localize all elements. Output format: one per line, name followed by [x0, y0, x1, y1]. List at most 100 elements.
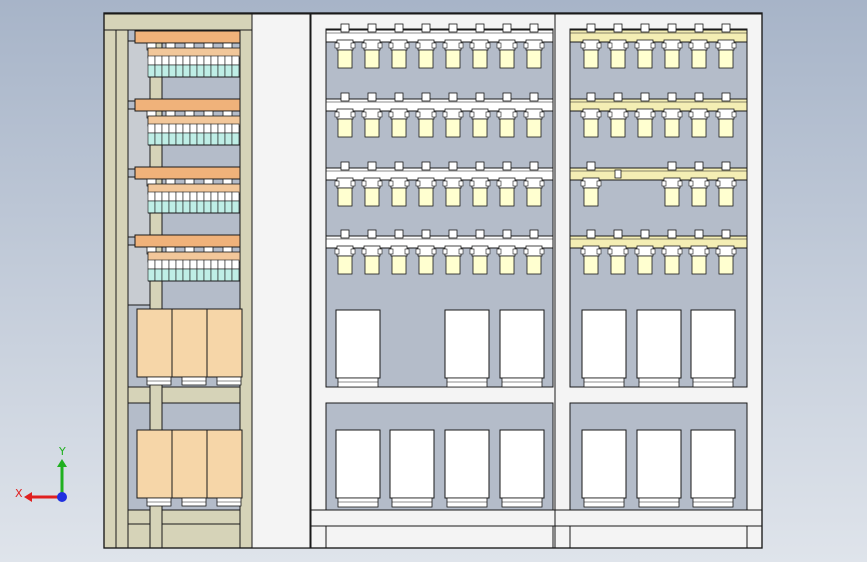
module-body — [224, 64, 233, 78]
view-orientation-triad: X Y — [15, 445, 67, 502]
breaker-top-clip — [667, 92, 677, 102]
left-top-bar — [103, 13, 253, 31]
module-head — [154, 191, 163, 202]
breaker-ear — [688, 248, 694, 255]
breaker-body — [364, 118, 380, 138]
breaker-ear — [431, 111, 437, 118]
contactor-body — [690, 309, 736, 379]
breaker-body — [499, 255, 515, 275]
breaker-ear — [596, 180, 602, 187]
breaker-lever-block — [471, 245, 489, 257]
module-head — [182, 191, 191, 202]
module-body — [147, 132, 156, 146]
breaker-ear — [458, 180, 464, 187]
breaker-lever-block — [336, 177, 354, 189]
module-body — [161, 64, 170, 78]
contactor-base — [501, 497, 543, 508]
contactor-base — [583, 377, 625, 388]
breaker-top-clip — [640, 92, 650, 102]
breaker-top-clip — [529, 229, 539, 239]
breaker-ear — [607, 248, 613, 255]
breaker-lever-block — [498, 177, 516, 189]
breaker-ear — [661, 180, 667, 187]
module-body — [182, 64, 191, 78]
module-body — [168, 64, 177, 78]
breaker-ear — [650, 248, 656, 255]
breaker-lever-block — [390, 245, 408, 257]
breaker-ear — [688, 42, 694, 49]
module-head — [161, 259, 170, 270]
breaker-body — [610, 49, 626, 69]
module-body — [168, 200, 177, 214]
breaker-lever-block — [717, 39, 735, 51]
breaker-lever-block — [525, 177, 543, 189]
module-head — [168, 191, 177, 202]
module-body — [189, 200, 198, 214]
breaker-ear — [715, 248, 721, 255]
module-body — [210, 132, 219, 146]
breaker-top-clip — [448, 161, 458, 171]
breaker-ear — [496, 248, 502, 255]
breaker-ear — [688, 180, 694, 187]
breaker-ear — [523, 248, 529, 255]
breaker-ear — [539, 248, 545, 255]
module-body — [161, 268, 170, 282]
breaker-top-clip — [667, 161, 677, 171]
breaker-body — [472, 255, 488, 275]
breaker-body — [637, 49, 653, 69]
module-head — [217, 191, 226, 202]
x-axis-head — [24, 492, 32, 502]
module-body — [154, 200, 163, 214]
breaker-ear — [415, 248, 421, 255]
breaker-ear — [334, 111, 340, 118]
cabinet-outline — [103, 12, 763, 549]
module-head — [210, 191, 219, 202]
contactor-body — [690, 429, 736, 499]
breaker-ear — [377, 248, 383, 255]
module-head — [175, 123, 184, 134]
breaker-ear — [523, 111, 529, 118]
right-foot-left — [554, 525, 571, 549]
contactor-body — [636, 309, 682, 379]
breaker-ear — [442, 248, 448, 255]
module-body — [203, 268, 212, 282]
module-body — [224, 268, 233, 282]
module-body — [189, 132, 198, 146]
breaker-lever-block — [471, 177, 489, 189]
breaker-lever-block — [582, 245, 600, 257]
breaker-body — [526, 118, 542, 138]
large-component-box — [171, 308, 208, 378]
breaker-body — [445, 255, 461, 275]
breaker-body — [637, 255, 653, 275]
breaker-ear — [634, 42, 640, 49]
breaker-ear — [485, 248, 491, 255]
breaker-lever-block — [390, 177, 408, 189]
large-component-box — [206, 308, 243, 378]
breaker-body — [445, 49, 461, 69]
breaker-body — [526, 49, 542, 69]
breaker-ear — [704, 42, 710, 49]
y-axis-label: Y — [58, 445, 66, 458]
breaker-body — [718, 255, 734, 275]
breaker-ear — [350, 42, 356, 49]
hinge-door-strip — [251, 13, 311, 549]
right-section — [554, 13, 763, 549]
breaker-lever-block — [444, 177, 462, 189]
breaker-body — [718, 118, 734, 138]
breaker-top-clip — [694, 161, 704, 171]
breaker-ear — [704, 248, 710, 255]
module-body — [175, 132, 184, 146]
breaker-body — [526, 255, 542, 275]
breaker-body — [418, 187, 434, 207]
breaker-ear — [623, 248, 629, 255]
breaker-ear — [677, 180, 683, 187]
contactor-body — [335, 309, 381, 379]
module-body — [231, 268, 240, 282]
breaker-ear — [731, 111, 737, 118]
module-head — [182, 123, 191, 134]
module-body — [196, 268, 205, 282]
contactor-base — [692, 377, 734, 388]
module-body — [154, 268, 163, 282]
